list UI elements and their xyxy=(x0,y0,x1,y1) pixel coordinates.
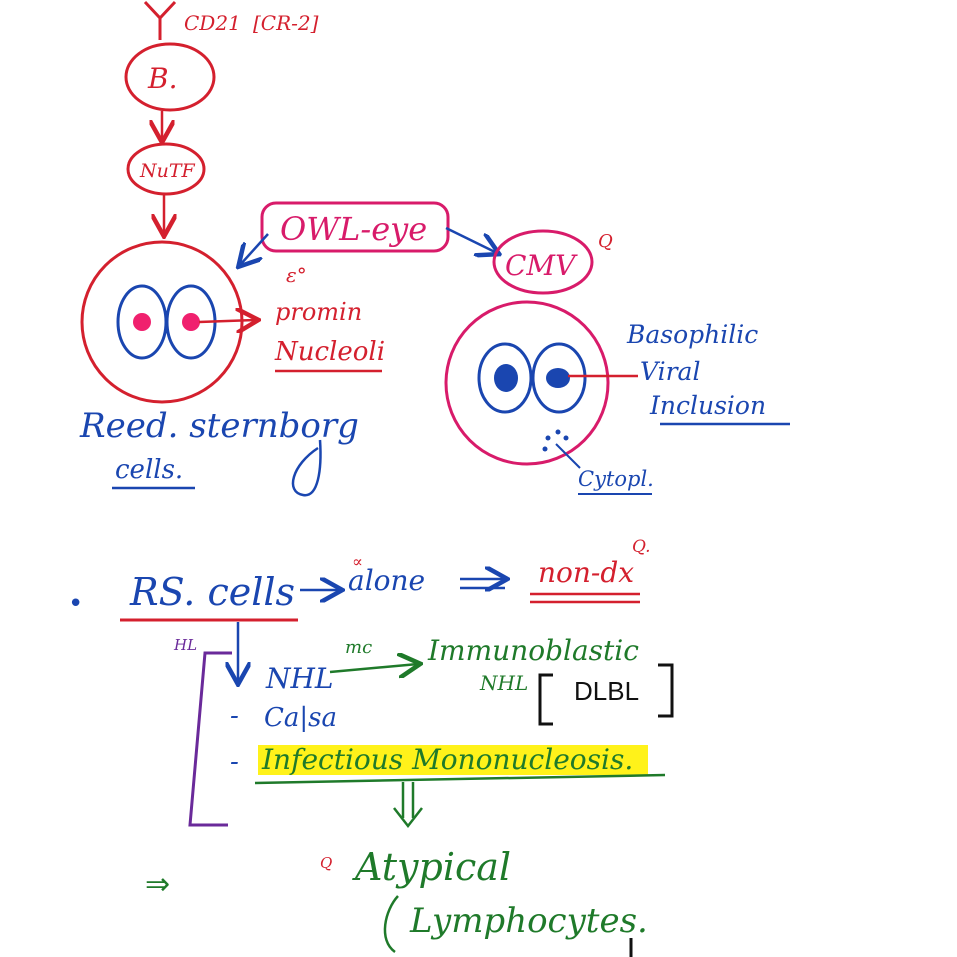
cytopl-label: Cytopl. xyxy=(578,467,654,491)
dash-1: - xyxy=(230,701,239,731)
lymphocytes-l-curve xyxy=(383,895,399,954)
down-implies-arrow-head xyxy=(393,807,423,829)
bullet-point: • xyxy=(68,589,83,619)
q-mark: Q. xyxy=(632,537,651,557)
owl-eye-box xyxy=(260,201,450,253)
highlight-band xyxy=(258,745,648,775)
dlbl-right-bracket xyxy=(658,663,674,718)
viral-label: Viral xyxy=(640,357,700,386)
dash-2: - xyxy=(230,747,239,777)
owl-to-cmv-arrow xyxy=(445,226,497,253)
q-small-mark: Q xyxy=(320,854,332,872)
cmv-q-mark: Q xyxy=(598,231,613,252)
nutf-label: NuTF xyxy=(139,160,196,182)
cytoplasm-dot-4 xyxy=(542,446,548,452)
sternberg-g-tail xyxy=(291,439,322,497)
non-dx-label: non-dx xyxy=(538,556,634,589)
promin-label: promin xyxy=(275,298,362,326)
receptor-y-icon xyxy=(143,0,177,40)
b-cell-circle xyxy=(124,42,216,112)
rs-nucleolus-right xyxy=(182,313,200,331)
mc-label: mc xyxy=(345,637,372,658)
epsilon-mark: ε° xyxy=(286,263,307,287)
b-cell-label: B. xyxy=(147,62,177,95)
cmv-cell-circle xyxy=(444,300,610,466)
infectious-mono-label: Infectious Mononucleosis. xyxy=(261,743,633,776)
cytopl-pointer-line xyxy=(555,443,581,469)
infectious-underline xyxy=(254,773,666,785)
cytoplasm-dot-2 xyxy=(555,429,561,435)
cmv-inclusion-right xyxy=(546,368,570,388)
dlbl-label: DLBL xyxy=(574,676,639,706)
purple-bracket xyxy=(188,651,232,827)
receptor-label: CD21 xyxy=(184,11,241,35)
alone-mark: ∝ xyxy=(352,552,363,571)
hl-label: HL xyxy=(173,636,197,654)
atypical-label: Atypical xyxy=(352,845,511,889)
alone-label: alone xyxy=(348,564,425,597)
nhl-to-immunoblastic-arrow xyxy=(329,664,418,672)
owl-eye-label: OWL-eye xyxy=(280,210,427,248)
cytoplasm-dot-1 xyxy=(545,435,551,441)
cmv-nucleus-left xyxy=(477,342,533,414)
owl-to-rs-arrow xyxy=(240,233,269,265)
reed-sternberg-label: Reed. sternborg xyxy=(79,406,359,446)
cytoplasm-dot-3 xyxy=(563,435,569,441)
cmv-nucleus-right xyxy=(531,342,587,414)
inclusion-label: Inclusion xyxy=(649,391,766,420)
cmv-label: CMV xyxy=(505,249,578,282)
nucleoli-pointer-arrow xyxy=(198,320,256,322)
immunoblastic-label: Immunoblastic xyxy=(427,634,639,667)
nucleoli-label: Nucleoli xyxy=(274,337,385,367)
rs-cells-label: cells. xyxy=(115,455,183,485)
nhl-label: NHL xyxy=(265,662,334,695)
cmv-circle xyxy=(492,229,594,295)
rs-nucleolus-left xyxy=(133,313,151,331)
basophilic-label: Basophilic xyxy=(626,320,758,349)
rs-cells-short-label: RS. cells xyxy=(129,570,295,614)
lymphocytes-label: Lymphocytes. xyxy=(409,901,648,941)
receptor-alt-label: [CR-2] xyxy=(253,11,319,35)
dlbl-left-bracket xyxy=(538,673,553,726)
implies-mark: ⇒ xyxy=(145,867,170,902)
nutf-circle xyxy=(126,142,206,196)
nhl-green-label: NHL xyxy=(479,671,528,695)
calsa-label: Ca|sa xyxy=(264,703,337,733)
cmv-inclusion-left xyxy=(494,364,518,392)
